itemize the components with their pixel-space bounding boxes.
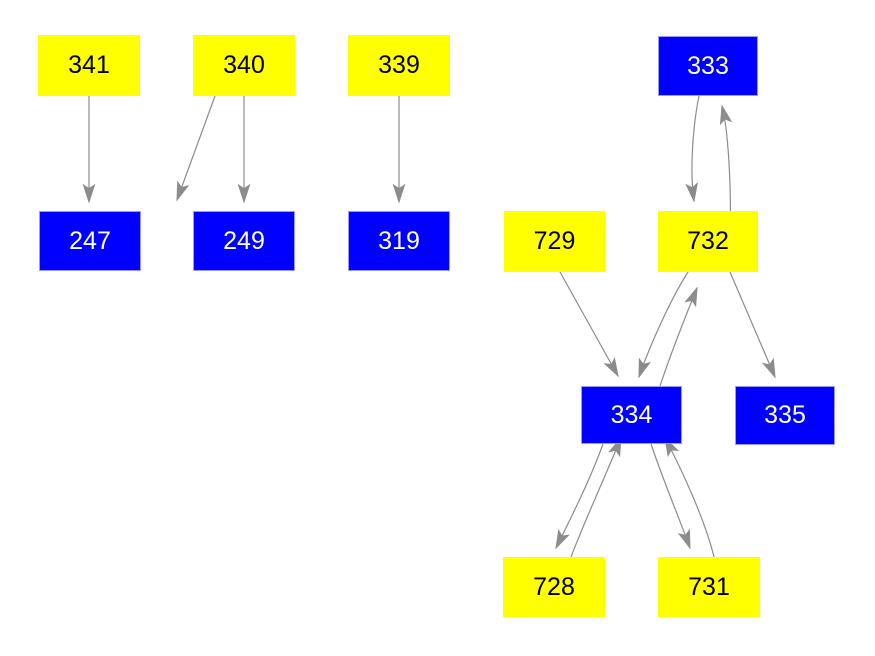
node-339[interactable]: 339	[348, 35, 450, 96]
arrowhead-732-to-334	[638, 357, 652, 379]
arrowhead-732-to-335	[761, 357, 776, 379]
edge-334-to-731	[650, 443, 691, 549]
node-label: 728	[533, 572, 575, 601]
node-333[interactable]: 333	[658, 36, 758, 96]
edge-729-to-334	[559, 271, 619, 377]
node-335[interactable]: 335	[735, 386, 835, 445]
node-334[interactable]: 334	[581, 386, 682, 444]
node-label: 333	[687, 51, 729, 80]
node-label: 340	[223, 51, 265, 79]
arrowhead-729-to-334	[603, 356, 619, 378]
arrowhead-333-to-732	[685, 182, 699, 203]
edge-340-to-247	[176, 95, 216, 201]
node-label: 249	[223, 226, 265, 255]
arrowhead-340-to-249	[237, 183, 251, 204]
arrowhead-334-to-732	[684, 286, 698, 308]
edge-728-to-334	[570, 437, 622, 558]
node-label: 334	[610, 400, 653, 429]
node-728[interactable]: 728	[503, 557, 605, 617]
node-label: 247	[69, 226, 111, 255]
node-label: 732	[687, 227, 729, 255]
node-label: 335	[764, 401, 806, 429]
arrowhead-334-to-731	[677, 528, 691, 550]
arrowhead-339-to-319	[392, 183, 406, 204]
node-341[interactable]: 341	[38, 35, 140, 96]
node-247[interactable]: 247	[39, 211, 141, 271]
node-label: 341	[68, 51, 110, 79]
arrowhead-341-to-247	[82, 183, 96, 204]
node-340[interactable]: 340	[193, 35, 295, 96]
arrowhead-334-to-728	[555, 528, 570, 550]
node-label: 339	[378, 51, 420, 79]
node-label: 731	[688, 572, 730, 601]
node-729[interactable]: 729	[504, 211, 605, 272]
node-732[interactable]: 732	[658, 211, 758, 272]
arrowhead-732-to-333	[719, 104, 733, 126]
node-label: 729	[533, 227, 576, 255]
edge-334-to-732	[659, 287, 698, 387]
node-249[interactable]: 249	[193, 211, 295, 271]
node-label: 319	[378, 226, 420, 255]
node-731[interactable]: 731	[658, 557, 760, 617]
node-319[interactable]: 319	[348, 211, 450, 271]
edge-732-to-334	[638, 271, 689, 378]
edge-732-to-335	[729, 271, 776, 378]
arrowhead-340-to-247	[176, 180, 190, 202]
